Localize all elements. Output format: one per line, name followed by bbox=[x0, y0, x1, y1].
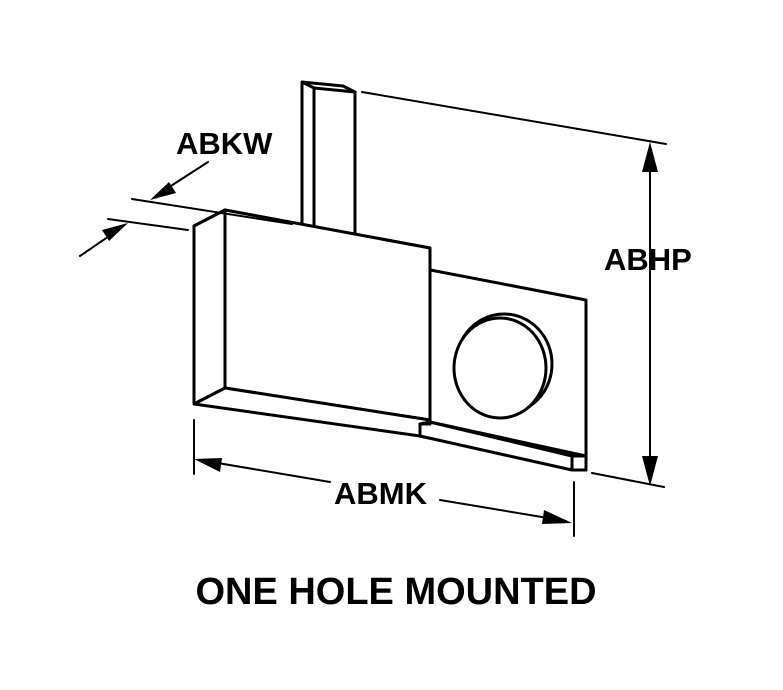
abkw-arrow-upper bbox=[150, 182, 176, 200]
abhp-arrow-top bbox=[642, 142, 658, 172]
abhp-arrow-bottom bbox=[642, 456, 658, 486]
abmk-arrow-left bbox=[194, 458, 222, 472]
dimension-label-length: ABMK bbox=[334, 476, 428, 511]
dimension-arrows bbox=[79, 142, 658, 524]
mounting-hole bbox=[452, 312, 554, 420]
dimension-label-height: ABHP bbox=[604, 242, 692, 277]
mounting-stud bbox=[300, 80, 357, 238]
main-body bbox=[192, 208, 432, 438]
dimension-label-width: ABKW bbox=[176, 126, 273, 161]
extension-lines bbox=[107, 91, 667, 537]
abmk-arrow-right bbox=[542, 510, 572, 524]
diagram-caption: ONE HOLE MOUNTED bbox=[195, 571, 596, 613]
abkw-arrow-lower bbox=[102, 223, 128, 241]
